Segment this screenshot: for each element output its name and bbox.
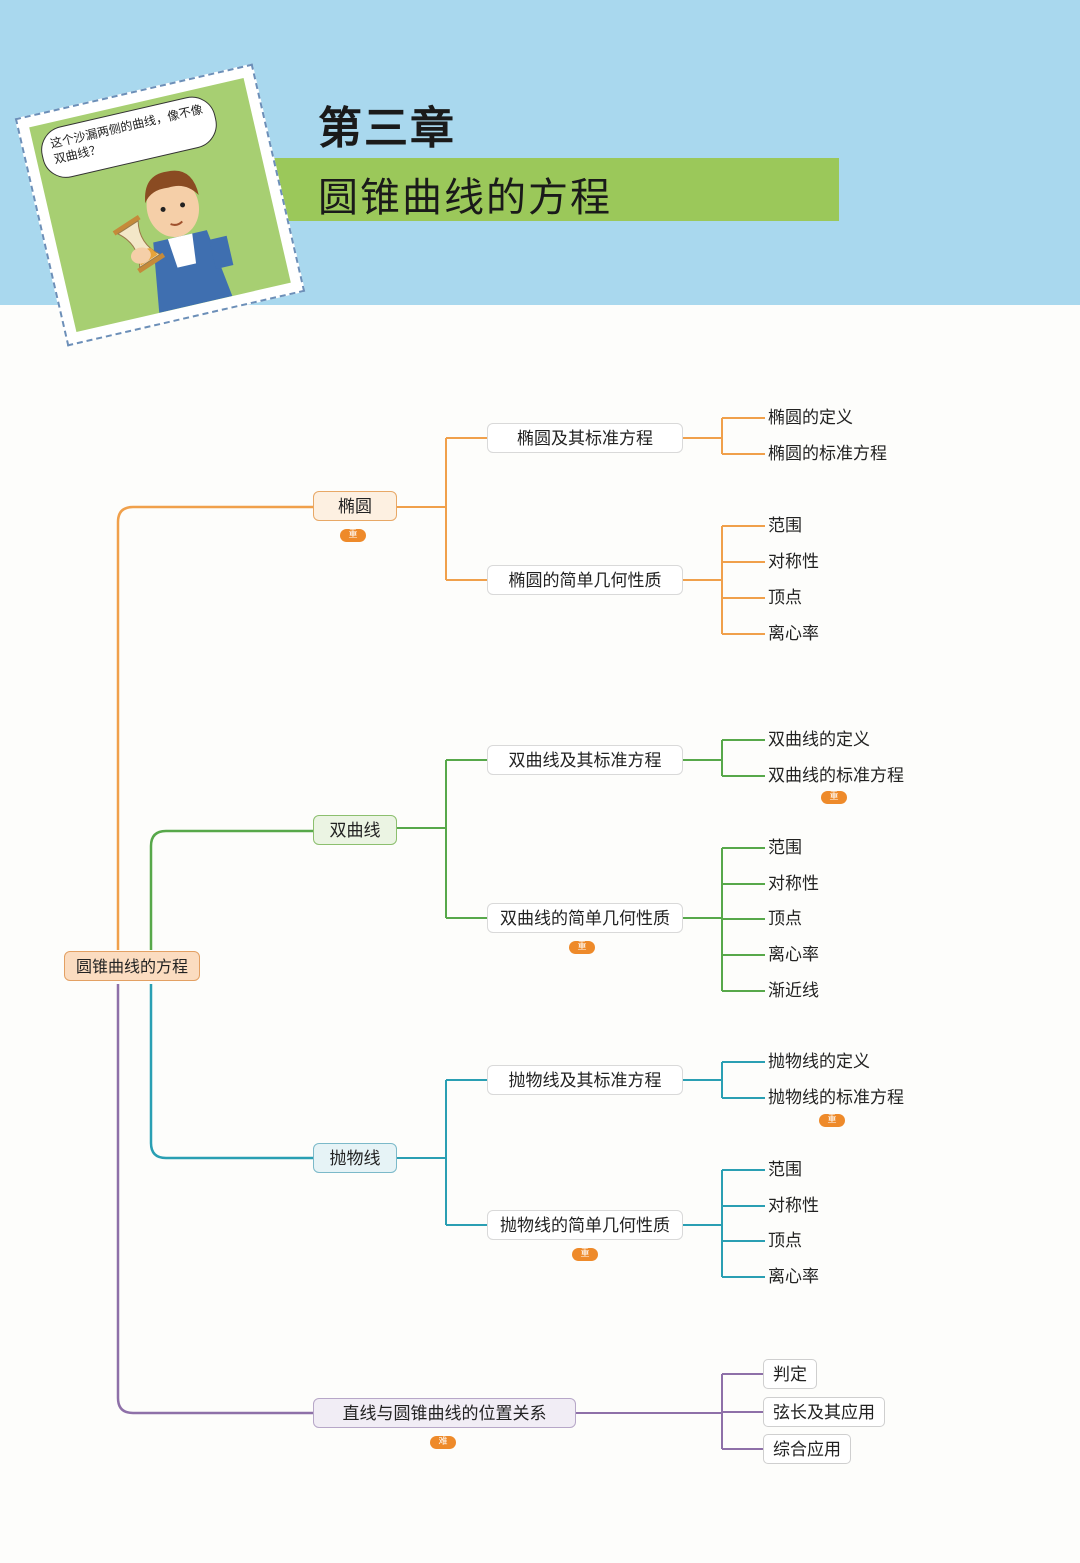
parabola-geo-node: 抛物线的简单几何性质 (487, 1210, 683, 1240)
parabola-geo-leaf-lines (682, 1169, 765, 1278)
parabola-branch-lines (396, 1079, 488, 1226)
ellipse-branch-lines (396, 437, 488, 581)
leaf-line-chord: 弦长及其应用 (763, 1397, 885, 1427)
ellipse-geo-leaf-lines (682, 525, 765, 635)
leaf-ellipse-symmetry: 对称性 (768, 552, 819, 572)
parabola-node: 抛物线 (313, 1143, 397, 1173)
hyperbola-geo-node: 双曲线的简单几何性质 (487, 903, 683, 933)
leaf-ellipse-range: 范围 (768, 516, 802, 536)
leaf-hyperbola-definition: 双曲线的定义 (768, 730, 870, 750)
line-conic-node: 直线与圆锥曲线的位置关系 (313, 1398, 576, 1428)
ellipse-key-tag: 重 (340, 529, 366, 542)
chapter-title-bar (234, 158, 839, 221)
leaf-ellipse-equation: 椭圆的标准方程 (768, 444, 887, 464)
parabola-geo-key-tag: 重 (572, 1248, 598, 1261)
hyperbola-std-leaf-lines (682, 739, 765, 777)
boy-hourglass-drawing (112, 170, 234, 313)
leaf-hyperbola-symmetry: 对称性 (768, 874, 819, 894)
parabola-std-node: 抛物线及其标准方程 (487, 1065, 683, 1095)
parabola-std-leaf-lines (682, 1061, 765, 1099)
hyperbola-geo-leaf-lines (682, 847, 765, 992)
comic-panel: 这个沙漏两侧的曲线，像不像双曲线？ (29, 77, 291, 333)
root-to-ellipse-line (116, 505, 314, 950)
leaf-parabola-symmetry: 对称性 (768, 1196, 819, 1216)
ellipse-node: 椭圆 (313, 491, 397, 521)
leaf-hyperbola-vertex: 顶点 (768, 909, 802, 929)
ellipse-std-node: 椭圆及其标准方程 (487, 423, 683, 453)
hyperbola-geo-key-tag: 重 (569, 941, 595, 954)
leaf-parabola-vertex: 顶点 (768, 1231, 802, 1251)
parabola-equation-key-tag: 重 (819, 1114, 845, 1127)
hyperbola-branch-lines (396, 759, 488, 919)
hyperbola-equation-key-tag: 重 (821, 791, 847, 804)
chapter-title: 圆锥曲线的方程 (318, 175, 612, 221)
root-node: 圆锥曲线的方程 (64, 951, 200, 981)
line-conic-hard-tag: 难 (430, 1436, 456, 1449)
leaf-parabola-equation: 抛物线的标准方程 (768, 1088, 904, 1108)
hyperbola-std-node: 双曲线及其标准方程 (487, 745, 683, 775)
chapter-number: 第三章 (318, 103, 456, 154)
hyperbola-node: 双曲线 (313, 815, 397, 845)
root-to-hyperbola-line (149, 829, 314, 950)
ellipse-geo-node: 椭圆的简单几何性质 (487, 565, 683, 595)
leaf-hyperbola-range: 范围 (768, 838, 802, 858)
leaf-ellipse-vertex: 顶点 (768, 588, 802, 608)
ellipse-std-leaf-lines (682, 417, 765, 455)
leaf-hyperbola-equation: 双曲线的标准方程 (768, 766, 904, 786)
leaf-parabola-range: 范围 (768, 1160, 802, 1180)
leaf-line-judge: 判定 (763, 1359, 817, 1389)
leaf-ellipse-eccentricity: 离心率 (768, 624, 819, 644)
leaf-ellipse-definition: 椭圆的定义 (768, 408, 853, 428)
root-to-line-line (116, 984, 314, 1415)
root-to-parabola-line (149, 984, 314, 1160)
leaf-line-application: 综合应用 (763, 1434, 851, 1464)
leaf-hyperbola-eccentricity: 离心率 (768, 945, 819, 965)
line-branch-lines (575, 1373, 763, 1450)
leaf-parabola-definition: 抛物线的定义 (768, 1052, 870, 1072)
leaf-parabola-eccentricity: 离心率 (768, 1267, 819, 1287)
comic-illustration: 这个沙漏两侧的曲线，像不像双曲线？ (14, 63, 306, 347)
leaf-hyperbola-asymptote: 渐近线 (768, 981, 819, 1001)
